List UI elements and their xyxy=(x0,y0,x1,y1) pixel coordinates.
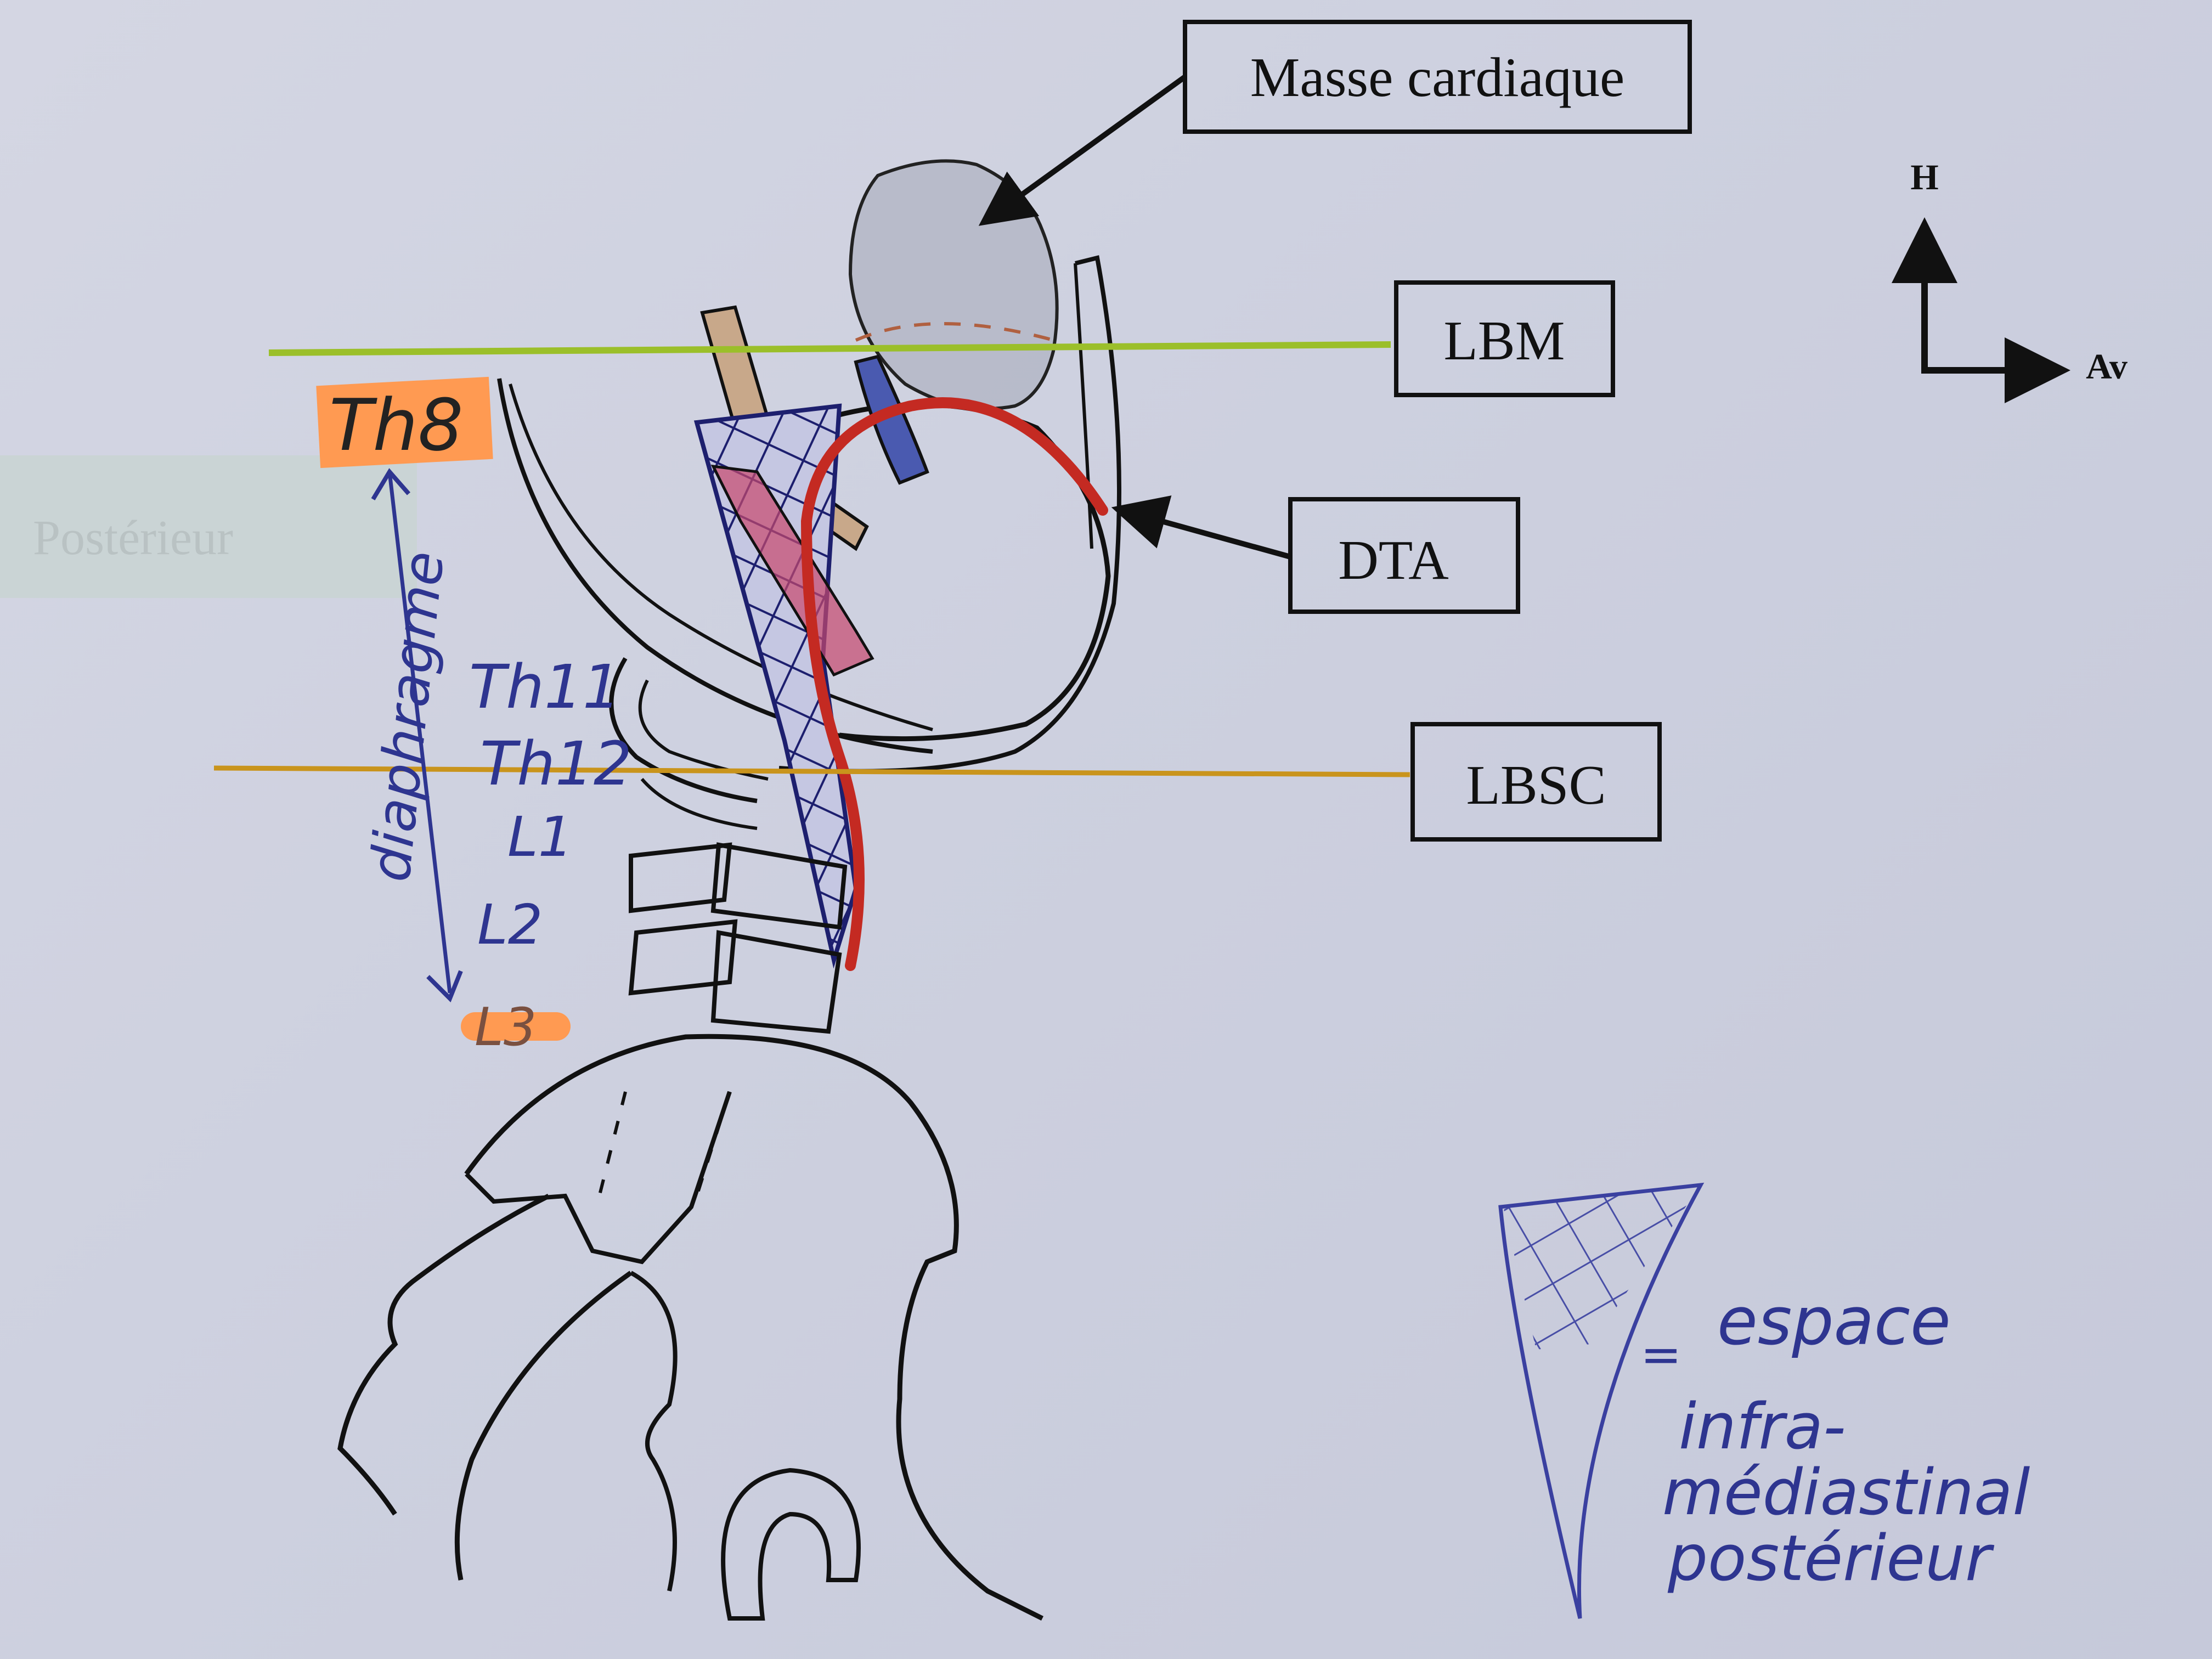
masse-cardiaque-label: Masse cardiaque xyxy=(978,20,1692,226)
dta-label: DTA xyxy=(1111,495,1520,614)
lbsc-label: LBSC xyxy=(1410,722,1662,842)
legend-line-2: infra- xyxy=(1679,1390,1846,1464)
legend-hatch-swatch xyxy=(1498,1182,1705,1619)
blue-vein xyxy=(854,354,929,485)
svg-text:Th8: Th8 xyxy=(329,383,464,467)
l1-label: L1 xyxy=(507,805,573,869)
diaphragm-label: diaphragme xyxy=(358,548,457,884)
vertebra-labels: Th11 Th12 L1 L2 L3 xyxy=(461,652,632,1058)
legend: = espace infra- médiastinal postérieur xyxy=(1498,1182,2030,1619)
diaphragm-extent-line xyxy=(387,471,452,994)
correction-tape: Postérieur xyxy=(0,455,417,598)
lower-ribs xyxy=(609,657,769,830)
masse-cardiaque-arrow xyxy=(978,74,1187,226)
forward-label: Av xyxy=(2086,347,2128,387)
legend-line-4: postérieur xyxy=(1667,1522,1995,1595)
legend-line-1: espace xyxy=(1717,1284,1951,1360)
pelvis xyxy=(337,1034,1044,1621)
lbsc-line xyxy=(213,765,1410,777)
svg-text:DTA: DTA xyxy=(1338,529,1448,591)
legend-line-3: médiastinal xyxy=(1662,1456,2030,1530)
l3-highlight xyxy=(461,1012,571,1041)
l2-label: L2 xyxy=(477,893,543,957)
up-label: H xyxy=(1910,157,1938,198)
orientation-axes: H Av xyxy=(1892,157,2128,403)
svg-text:LBSC: LBSC xyxy=(1466,754,1606,816)
arrow-up-icon xyxy=(371,468,411,501)
lbm-line xyxy=(268,341,1391,356)
descending-thoracic-aorta xyxy=(800,397,1108,971)
arrow-down-icon xyxy=(426,970,463,1003)
legend-equals: = xyxy=(1640,1326,1681,1384)
lbm-label: LBM xyxy=(1394,280,1615,397)
lumbar-spine xyxy=(628,842,848,1034)
dta-arrow xyxy=(1111,495,1291,560)
l3-label: L3 xyxy=(475,997,537,1058)
svg-text:Masse cardiaque: Masse cardiaque xyxy=(1250,47,1625,109)
th12-label: Th12 xyxy=(480,729,632,799)
covered-text: Postérieur xyxy=(33,511,233,565)
th8-label: Th8 xyxy=(316,376,493,469)
infra-mediastinal-space xyxy=(693,403,874,969)
th11-label: Th11 xyxy=(469,652,621,722)
svg-text:LBM: LBM xyxy=(1443,310,1565,372)
